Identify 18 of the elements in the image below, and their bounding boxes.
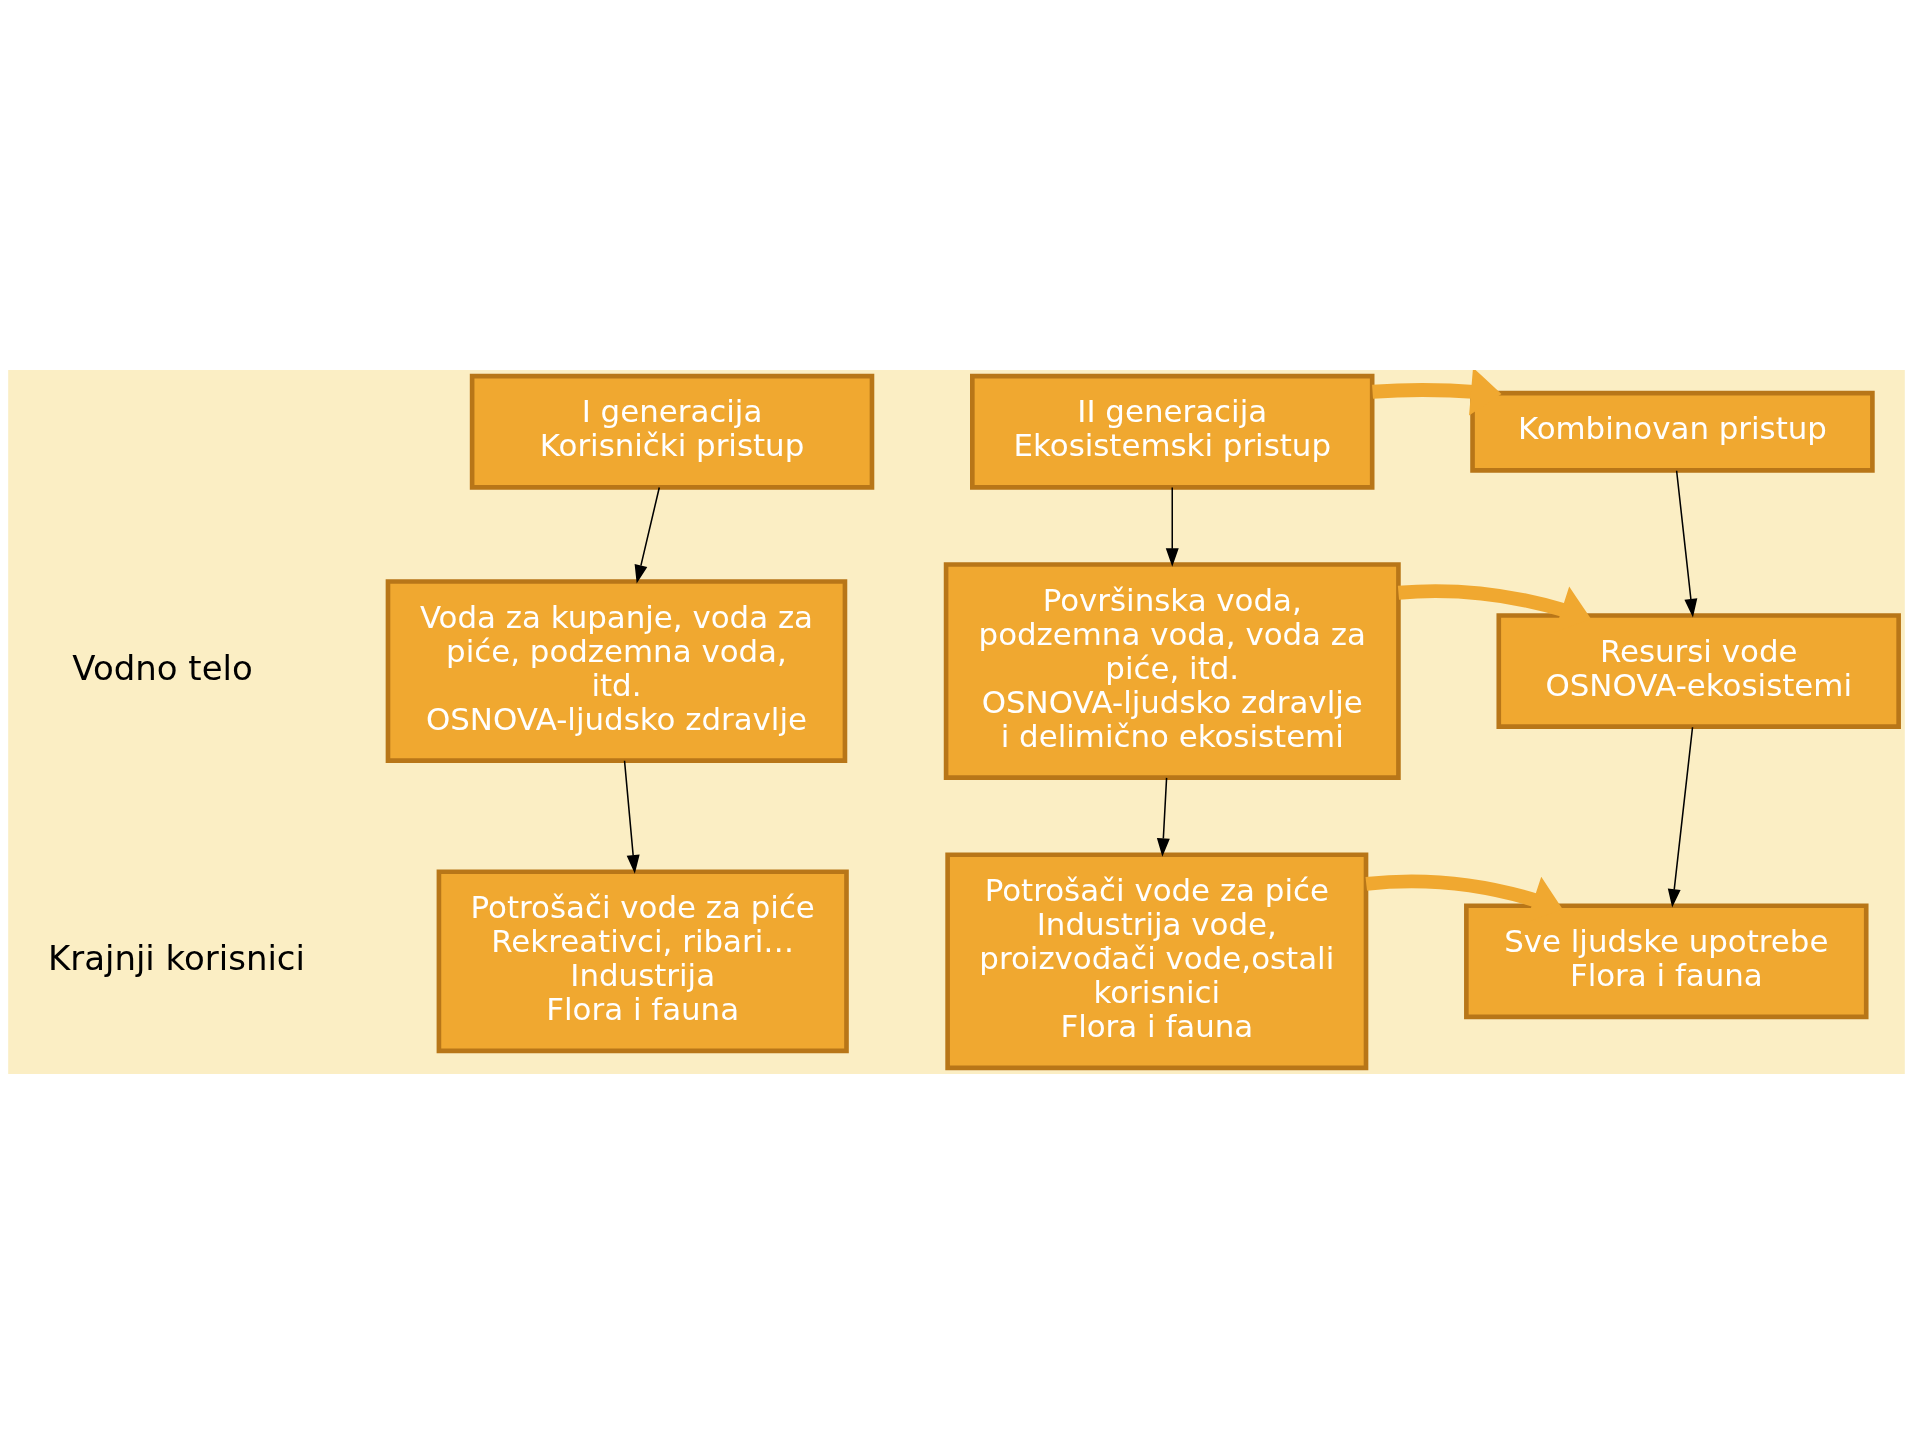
node-box: Kombinovan pristup	[1470, 390, 1875, 473]
node-box: I generacija Korisnički pristup	[469, 373, 875, 490]
arrow	[1165, 486, 1179, 567]
node-box: Voda za kupanje, voda za piće, podzemna voda, itd. OSNOVA-ljudsko zdravlje	[385, 579, 848, 763]
label: Krajnji korisnici	[47, 937, 305, 978]
arrow	[623, 759, 640, 874]
arrow	[1156, 777, 1170, 857]
node-box: Potrošači vode za piće Rekreativci, ribari… Industrija Flora i fauna	[436, 869, 849, 1054]
arrow	[1372, 370, 1502, 416]
arrow	[1667, 726, 1694, 908]
node-box: II generacija Ekosistemski pristup	[970, 373, 1375, 490]
node-box: Resursi vode OSNOVA-ekosistemi	[1496, 613, 1901, 729]
node-box: Sve ljudske upotrebe Flora i fauna	[1464, 903, 1869, 1020]
label: Vodno telo	[72, 647, 253, 688]
arrow	[634, 486, 661, 584]
node-box: Potrošači vode za piće Industrija vode, proizvođači vode,ostali korisnici Flora i fauna	[945, 852, 1369, 1071]
arrow	[1675, 469, 1698, 618]
node-box: Površinska voda, podzemna voda, voda za piće, itd. OSNOVA-ljudsko zdravlje i delimično ekosistemi	[943, 562, 1401, 780]
